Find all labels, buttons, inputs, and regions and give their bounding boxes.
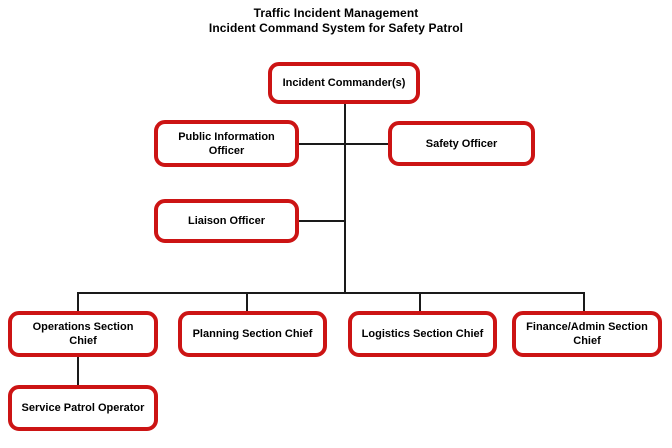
connector-drop-logistics bbox=[419, 292, 421, 313]
node-incident-commander[interactable]: Incident Commander(s) bbox=[268, 62, 420, 104]
connector-to-safety-officer bbox=[344, 143, 390, 145]
connector-trunk-vertical bbox=[344, 104, 346, 293]
node-operations-section-chief[interactable]: Operations Section Chief bbox=[8, 311, 158, 357]
node-finance-admin-section-chief[interactable]: Finance/Admin Section Chief bbox=[512, 311, 662, 357]
node-safety-officer-label: Safety Officer bbox=[425, 137, 498, 150]
node-logistics-section-chief-label: Logistics Section Chief bbox=[361, 328, 484, 340]
node-liaison-officer-label: Liaison Officer bbox=[187, 215, 266, 227]
node-operations-section-chief-label: Operations Section Chief bbox=[32, 321, 134, 347]
connector-to-public-information-officer bbox=[296, 143, 345, 145]
node-logistics-section-chief[interactable]: Logistics Section Chief bbox=[348, 311, 497, 357]
connector-drop-finance-admin bbox=[583, 292, 585, 313]
node-public-information-officer-label: Public Information Officer bbox=[178, 130, 275, 157]
node-finance-admin-section-chief-label: Finance/Admin Section Chief bbox=[526, 321, 648, 347]
node-service-patrol-operator-label: Service Patrol Operator bbox=[21, 402, 145, 414]
node-service-patrol-operator[interactable]: Service Patrol Operator bbox=[8, 385, 158, 431]
node-planning-section-chief[interactable]: Planning Section Chief bbox=[178, 311, 327, 357]
chart-title-line-1: Traffic Incident Management bbox=[253, 6, 419, 20]
connector-to-liaison-officer bbox=[296, 220, 345, 222]
node-incident-commander-label: Incident Commander(s) bbox=[282, 77, 406, 89]
connector-drop-planning bbox=[246, 292, 248, 313]
node-liaison-officer[interactable]: Liaison Officer bbox=[154, 199, 299, 243]
node-planning-section-chief-label: Planning Section Chief bbox=[192, 328, 313, 340]
node-public-information-officer[interactable]: Public Information Officer bbox=[154, 120, 299, 167]
node-safety-officer[interactable]: Safety Officer bbox=[388, 121, 535, 166]
connector-operations-to-service-patrol bbox=[77, 356, 79, 386]
connector-drop-operations bbox=[77, 292, 79, 313]
chart-title: Traffic Incident Management Incident Com… bbox=[0, 6, 672, 36]
chart-title-line-2: Incident Command System for Safety Patro… bbox=[208, 21, 464, 35]
connector-section-chiefs-bar bbox=[77, 292, 585, 294]
